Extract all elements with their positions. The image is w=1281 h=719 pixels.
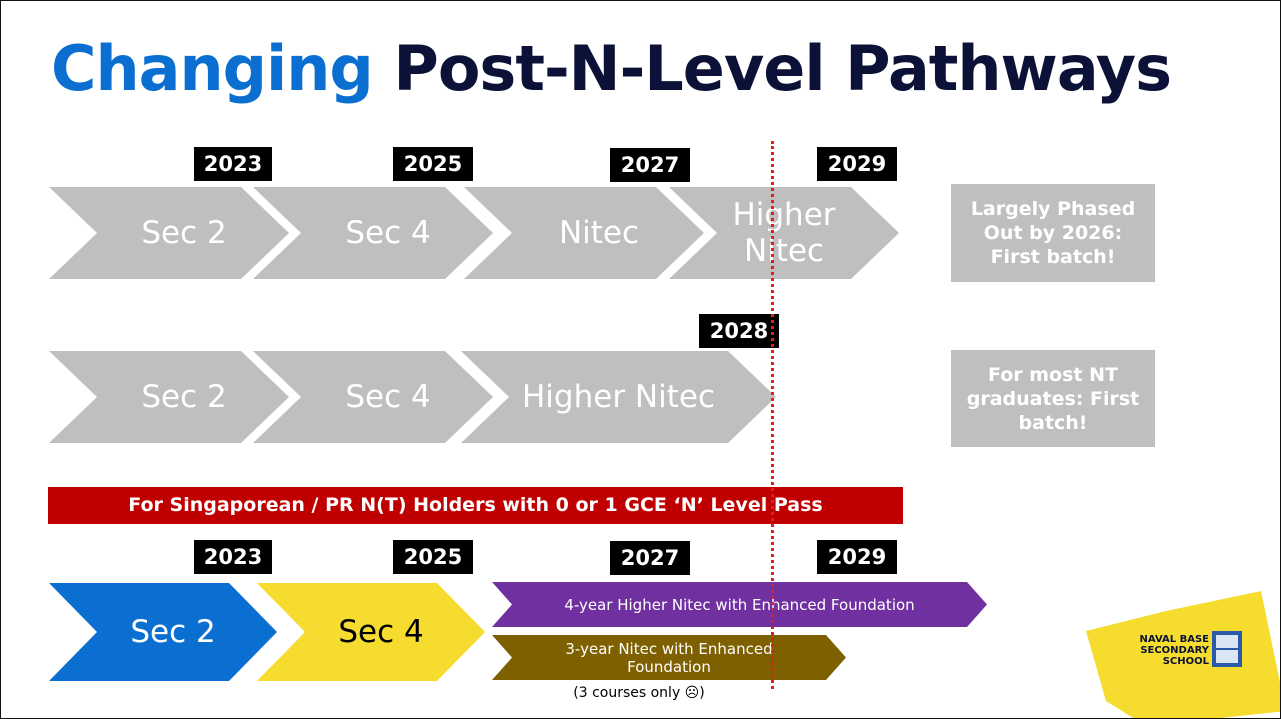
stage-sec4: Sec 4 [257, 583, 485, 681]
stage-sec2: Sec 2 [49, 351, 289, 443]
stage-label: Sec 2 [130, 614, 216, 650]
stage-label: Sec 4 [345, 379, 431, 415]
stage-sec2: Sec 2 [49, 187, 289, 279]
stage-sec2: Sec 2 [49, 583, 277, 681]
title-accent: Changing [51, 32, 374, 105]
year-label: 2029 [817, 147, 897, 181]
nitec-enhanced-foundation: 3-year Nitec with Enhanced Foundation [492, 635, 846, 680]
year-label: 2029 [817, 540, 897, 574]
year-label: 2028 [699, 314, 779, 348]
year-label: 2027 [610, 541, 690, 575]
row2-note: For most NT graduates: First batch! [951, 350, 1155, 447]
year-label: 2027 [610, 148, 690, 182]
stage-label: Sec 2 [141, 379, 227, 415]
year-label: 2025 [393, 540, 473, 574]
stage-nitec: Nitec [464, 187, 704, 279]
row1-note: Largely Phased Out by 2026: First batch! [951, 184, 1155, 282]
school-crest-icon [1212, 631, 1242, 667]
stage-higher-nitec: Higher Nitec [461, 351, 776, 443]
school-logo-shape [1086, 591, 1280, 718]
stage-label: Nitec [558, 215, 640, 251]
stage-label: Sec 4 [338, 614, 424, 650]
eligibility-banner: For Singaporean / PR N(T) Holders with 0… [48, 487, 903, 524]
year-label: 2023 [194, 147, 272, 181]
school-name: NAVAL BASE SECONDARY SCHOOL [1139, 634, 1209, 667]
page-title: Changing Post-N-Level Pathways [51, 29, 1172, 109]
higher-nitec-enhanced-foundation: 4-year Higher Nitec with Enhanced Founda… [492, 582, 987, 627]
year-label: 2023 [194, 540, 272, 574]
stage-sec4: Sec 4 [253, 351, 493, 443]
year-label: 2025 [393, 147, 473, 181]
stage-label: Sec 4 [345, 215, 431, 251]
courses-footnote: (3 courses only ☹) [573, 685, 705, 701]
stage-label: Higher Nitec [522, 379, 715, 415]
cutoff-dotted-line [771, 141, 774, 689]
stage-sec4: Sec 4 [253, 187, 493, 279]
stage-label: Sec 2 [141, 215, 227, 251]
title-main: Post-N-Level Pathways [393, 32, 1172, 105]
stage-label: Higher Nitec [732, 197, 836, 269]
